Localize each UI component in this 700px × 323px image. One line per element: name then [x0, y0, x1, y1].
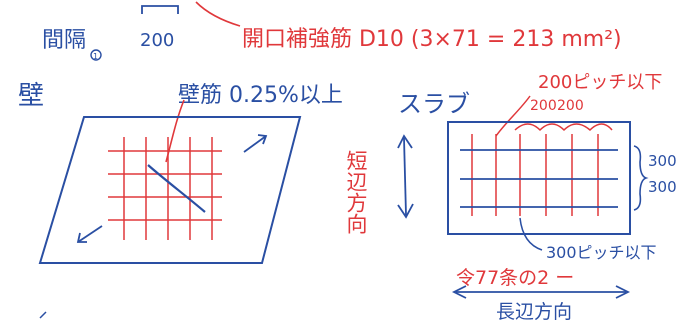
red-leader-top: [195, 1, 241, 27]
spacing-circle-marker: [90, 49, 102, 61]
wall-arrow-up-right: [243, 134, 268, 153]
slab-side-dimension-2: 300: [648, 178, 677, 196]
slab-short-direction-arrow: [397, 134, 414, 219]
slab-bottom-spacing-note: 300ピッチ以下: [546, 243, 657, 262]
slab-side-dimension-1: 300: [648, 152, 677, 170]
slab-short-direction-label: 短辺方向: [344, 150, 368, 234]
slab-top-leader: [495, 95, 531, 137]
spacing-label: 間隔: [42, 28, 86, 53]
spacing-circle-note: 1: [93, 52, 98, 61]
slab-top-spacing-note: 200ピッチ以下: [538, 72, 662, 93]
wall-panel-outline: [38, 116, 302, 264]
stray-ink-mark: [39, 311, 47, 319]
slab-top-dimension-1: 200: [530, 98, 557, 114]
wall-diagonal-blue-line: [147, 164, 206, 213]
slab-rebar-red-vertical: [471, 134, 599, 216]
slab-top-dimension-2: 200: [557, 98, 584, 114]
slab-long-direction-arrow: [451, 285, 631, 299]
slab-panel-outline: [447, 121, 631, 235]
slab-bottom-leader: [519, 217, 543, 251]
wall-arrow-down-left: [76, 225, 103, 243]
spacing-dimension-bracket: [141, 5, 179, 14]
slab-rebar-blue-horizontal: [460, 149, 618, 208]
wall-rebar-ratio-note: 壁筋 0.25%以上: [178, 83, 343, 108]
spacing-value: 200: [140, 30, 174, 51]
slab-top-dimension-ticks: [514, 123, 613, 132]
opening-rebar-note: 開口補強筋 D10 (3×71 = 213 mm²): [242, 27, 622, 52]
wall-rebar-grid: [108, 137, 222, 240]
slab-long-direction-label: 長辺方向: [496, 301, 572, 323]
slab-red-note: 令77条の2 ー: [456, 267, 574, 289]
wall-label: 壁: [18, 81, 44, 111]
slab-side-brace: [633, 145, 649, 211]
slab-label: スラブ: [398, 90, 470, 118]
